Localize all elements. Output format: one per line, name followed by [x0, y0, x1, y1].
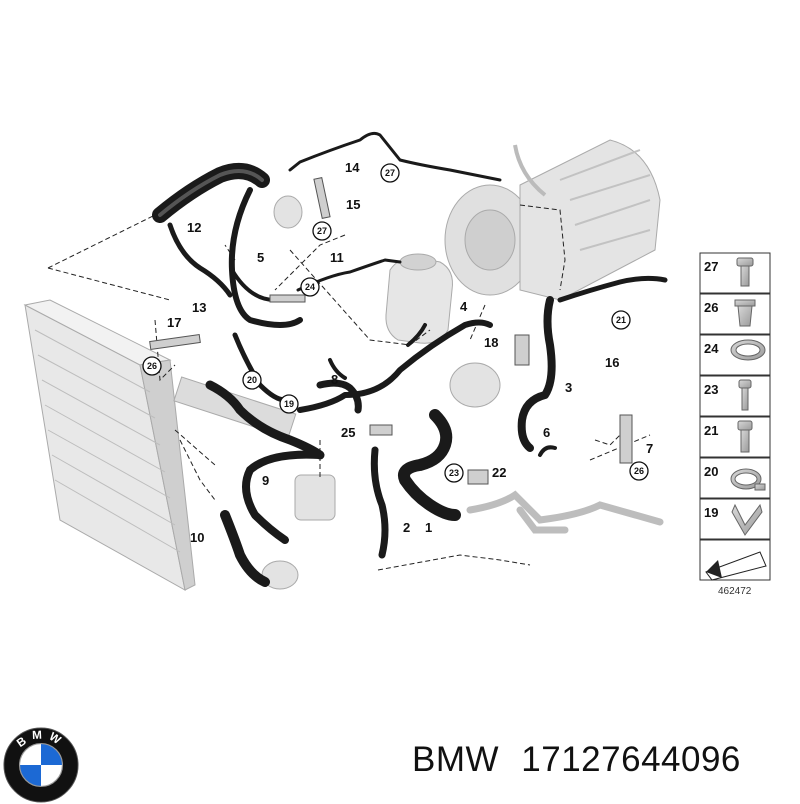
bolt-icon	[736, 257, 754, 287]
transmission	[444, 139, 661, 301]
auxiliary-parts	[261, 195, 501, 590]
collar-screw-icon	[737, 420, 753, 453]
bmw-roundel-icon: BMW	[3, 727, 79, 803]
legend-number-27: 27	[704, 259, 718, 274]
expanding-nut-icon	[734, 299, 756, 327]
callout-4: 4	[460, 299, 468, 314]
callout-12: 12	[187, 220, 201, 235]
diagram-id: 462472	[718, 586, 752, 597]
brand-part-number: BMW 17127644096	[412, 740, 796, 790]
direction-arrow-icon	[705, 551, 767, 581]
callout-10: 10	[190, 530, 204, 545]
circled-callouts	[142, 163, 649, 483]
callout-6: 6	[543, 425, 550, 440]
part-number: 17127644096	[521, 740, 741, 779]
callout-7: 7	[646, 441, 653, 456]
callout-18: 18	[484, 335, 498, 350]
circled-callout-27-mid: 27	[317, 226, 327, 236]
callout-1: 1	[425, 520, 432, 535]
callout-14: 14	[345, 160, 360, 175]
circled-callout-labels: 19 20 21 23 24 26 26 27 27	[147, 168, 644, 478]
brackets	[149, 177, 633, 485]
callout-8: 8	[331, 372, 338, 387]
circled-callout-26-left: 26	[147, 361, 157, 371]
callout-22: 22	[492, 465, 506, 480]
circled-callout-24: 24	[305, 282, 315, 292]
pipes	[466, 490, 664, 534]
callout-labels: 1 2 3 4 5 6 7 8 9 10 11 12 13 14 15 16 1…	[167, 160, 653, 545]
callout-16: 16	[605, 355, 619, 370]
callout-2: 2	[403, 520, 410, 535]
holding-clip-icon	[731, 503, 763, 536]
coolant-hoses	[152, 131, 668, 587]
legend-number-20: 20	[704, 464, 718, 479]
screw-icon	[738, 379, 752, 411]
callout-9: 9	[262, 473, 269, 488]
circled-callout-19: 19	[284, 399, 294, 409]
callout-15: 15	[346, 197, 360, 212]
legend-number-24: 24	[704, 341, 719, 356]
circled-callout-23: 23	[449, 468, 459, 478]
callout-5: 5	[257, 250, 264, 265]
legend-number-26: 26	[704, 300, 718, 315]
callout-25: 25	[341, 425, 355, 440]
callout-13: 13	[192, 300, 206, 315]
legend-number-21: 21	[704, 423, 718, 438]
parts-legend: 27 26 24 23 21 20 19	[699, 252, 771, 597]
circled-callout-27-top: 27	[385, 168, 395, 178]
legend-number-19: 19	[704, 505, 718, 520]
brand-name: BMW	[412, 740, 500, 779]
hose-clamp-band-icon	[730, 339, 766, 361]
callout-3: 3	[565, 380, 572, 395]
circled-callout-20: 20	[247, 375, 257, 385]
legend-number-23: 23	[704, 382, 718, 397]
worm-drive-clamp-icon	[730, 468, 766, 491]
callout-11: 11	[330, 250, 344, 265]
callout-17: 17	[167, 315, 181, 330]
expansion-tank	[385, 253, 453, 344]
circled-callout-21: 21	[616, 315, 626, 325]
circled-callout-26-right: 26	[634, 466, 644, 476]
